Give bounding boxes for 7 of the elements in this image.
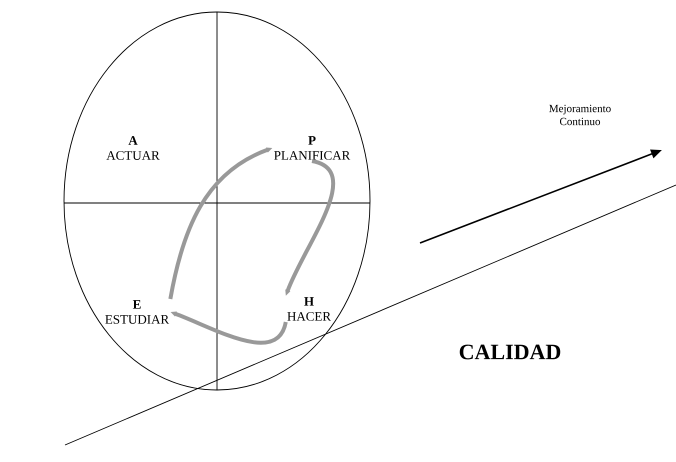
- quadrant-label: E ESTUDIAR: [105, 300, 170, 324]
- pdca-wheel: [64, 12, 370, 390]
- quadrant-label: P PLANIFICAR: [274, 136, 350, 160]
- title-text: CALIDAD: [460, 344, 560, 360]
- caption-text: Mejoramiento Continuo: [549, 104, 611, 126]
- quadrant-label: A ACTUAR: [106, 136, 160, 160]
- quadrant-label: H HACER: [287, 297, 332, 321]
